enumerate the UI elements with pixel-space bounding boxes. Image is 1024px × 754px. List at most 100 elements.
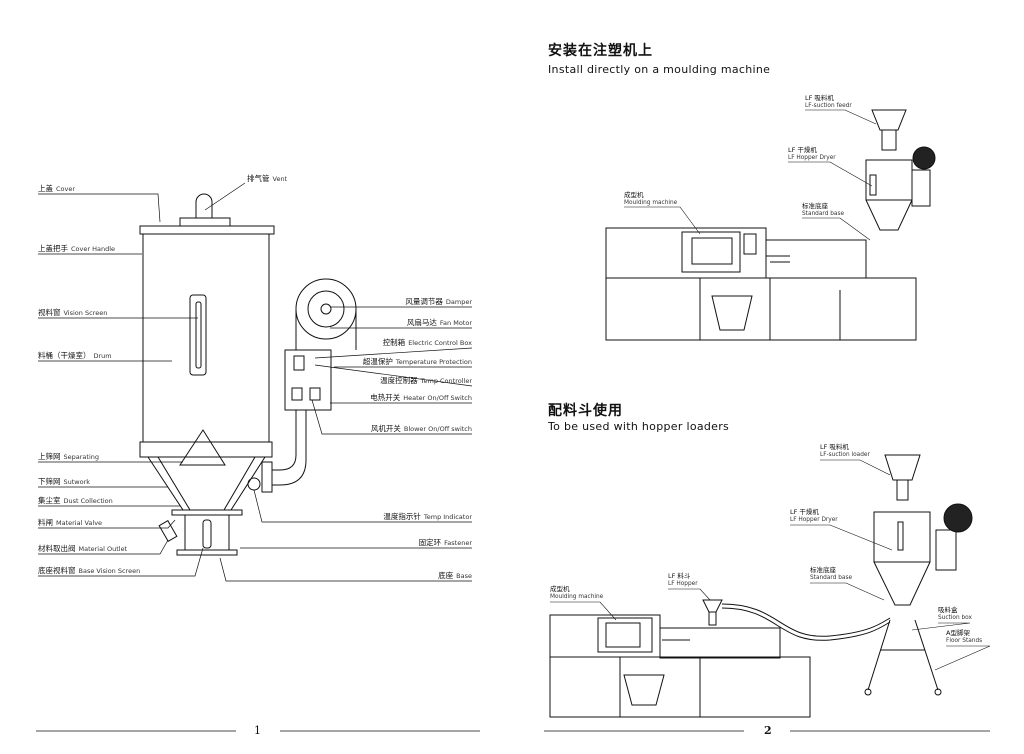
section2-title-zh: 配料斗使用 <box>548 403 623 419</box>
label-zh: 成型机 <box>624 191 644 199</box>
label-en: Temp Indicator <box>423 513 472 521</box>
label-zh: 控制箱 <box>382 338 406 347</box>
label-zh: 上盖 <box>38 184 53 193</box>
label-en: Standard base <box>810 575 853 581</box>
label-drum: 料桶（干燥室）Drum <box>38 351 112 361</box>
label-en: Fastener <box>444 539 472 547</box>
label-en: Base Vision Screen <box>78 567 141 575</box>
label-zh: 下筛网 <box>38 477 61 486</box>
label-en: Base <box>456 572 472 580</box>
label-zh: 电热开关 <box>370 393 401 402</box>
section1-title-zh: 安装在注塑机上 <box>548 43 653 59</box>
label-en: Dust Collection <box>63 497 113 505</box>
label-en: Moulding machine <box>550 594 604 600</box>
label-zh: LF 干燥机 <box>790 508 819 516</box>
label-zh: 吸料盒 <box>938 606 958 614</box>
label-en: Electric Control Box <box>408 339 472 347</box>
label-en: Material Valve <box>56 519 103 527</box>
label-zh: LF 吸料机 <box>805 94 834 102</box>
label-zh: 底座视料窗 <box>38 566 76 575</box>
label-zh: 底座 <box>438 571 454 580</box>
page-number-2: 2 <box>764 724 772 737</box>
label-zh: 上盖把手 <box>38 244 68 253</box>
label-en: Blower On/Off switch <box>403 425 472 433</box>
label-zh: 超温保护 <box>362 357 393 366</box>
section1-title-en: Install directly on a moulding machine <box>548 63 771 76</box>
label-en: Vent <box>272 175 288 183</box>
label-en: Standard base <box>802 211 845 217</box>
section2-title-en: To be used with hopper loaders <box>548 420 730 433</box>
label-en: Cover Handle <box>71 245 116 253</box>
label-zh: 温度控制器 <box>380 376 418 385</box>
label-zh: 温度指示针 <box>383 512 421 521</box>
label-zh: 料桶（干燥室） <box>38 351 91 360</box>
label-en: Cover <box>56 185 76 193</box>
label-zh: 视料窗 <box>38 308 61 317</box>
label-en: Floor Stands <box>946 638 983 644</box>
label-zh: LF 料斗 <box>668 572 691 580</box>
label-en: Separating <box>63 453 100 461</box>
label-en: Moulding machine <box>624 200 678 206</box>
label-en: Fan Motor <box>439 319 472 327</box>
label-en: LF-suction loader <box>820 452 870 458</box>
label-en: LF Hopper Dryer <box>790 517 838 523</box>
label-zh: 上筛网 <box>38 452 61 461</box>
label-en: Suction box <box>938 615 972 621</box>
label-en: Temperature Protection <box>395 358 472 366</box>
label-zh: 风机开关 <box>370 424 401 433</box>
label-en: Drum <box>93 352 112 360</box>
label-zh: LF 吸料机 <box>820 443 849 451</box>
label-zh: 集尘室 <box>38 496 61 505</box>
label-zh: 料闸 <box>38 518 53 527</box>
hopper-dryer-diagram <box>36 182 480 732</box>
install-diagram-2 <box>544 454 991 732</box>
label-en: Heater On/Off Switch <box>403 394 472 402</box>
label-zh: 排气管 <box>247 174 270 183</box>
label-zh: 固定环 <box>418 538 442 547</box>
label-en: LF Hopper <box>668 581 698 587</box>
label-zh: 标准底座 <box>802 202 828 210</box>
label-zh: 成型机 <box>550 585 570 593</box>
page-number-1: 1 <box>254 724 261 737</box>
label-zh: 材料取出阀 <box>38 544 76 553</box>
label-en: Temp Controller <box>420 377 472 385</box>
install-diagram-1 <box>605 109 936 341</box>
label-en: LF-suction feedr <box>805 103 852 109</box>
label-zh: LF 干燥机 <box>788 146 817 154</box>
label-zh: 标准底座 <box>810 566 836 574</box>
label-en: Material Outlet <box>78 545 128 553</box>
label-en: Damper <box>445 298 472 306</box>
label-zh: 风量调节器 <box>405 297 443 306</box>
